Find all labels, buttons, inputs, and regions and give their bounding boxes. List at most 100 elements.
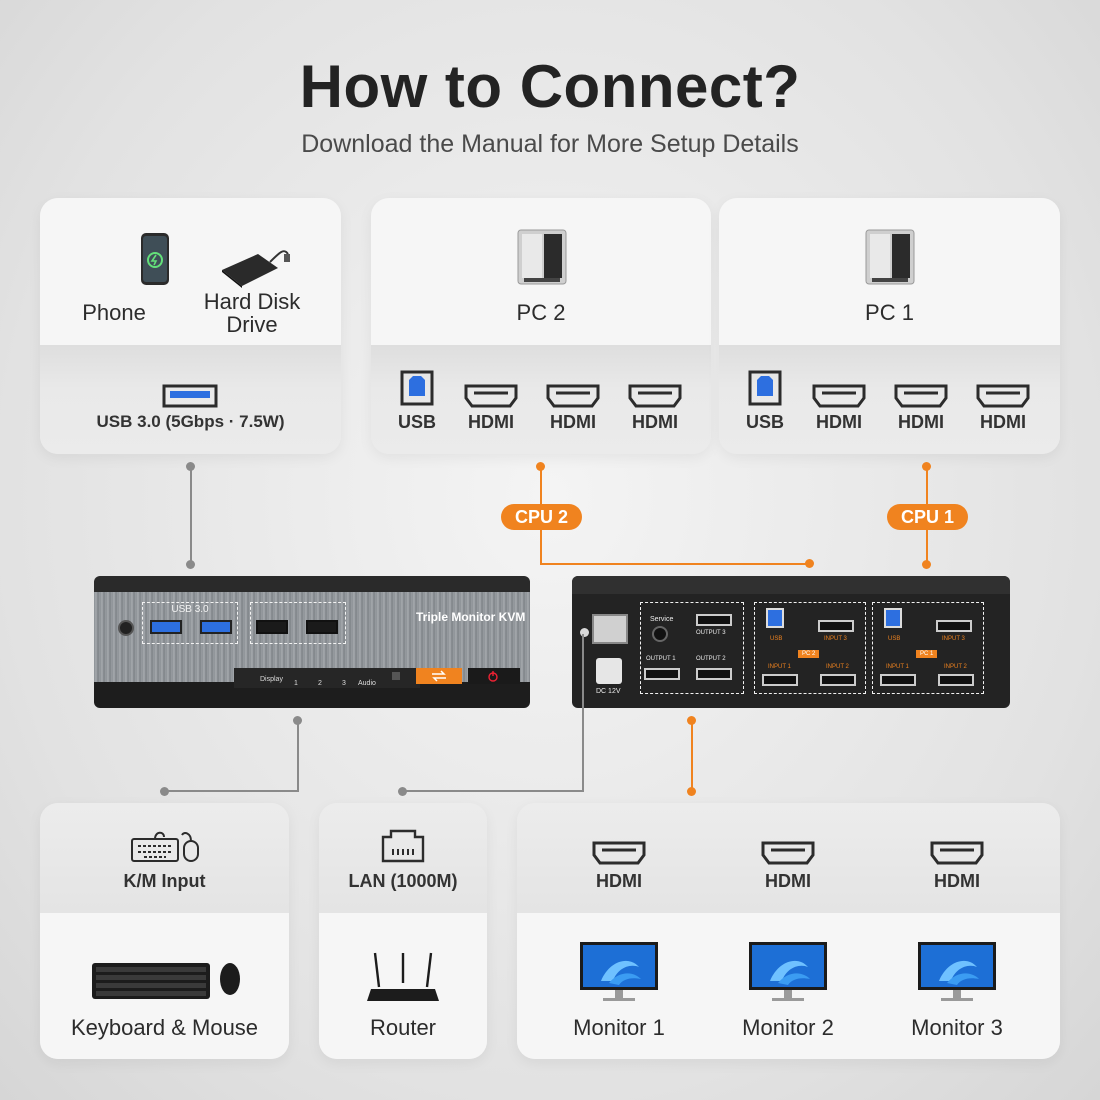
pc1-usb-label: USB: [888, 636, 901, 642]
usb-b-port-icon: [748, 370, 782, 406]
front-usb-port[interactable]: [150, 620, 182, 634]
pc1-input3-label: INPUT 3: [942, 636, 965, 642]
hdmi-port-icon: [592, 841, 646, 865]
pc1-input2-label: INPUT 2: [944, 664, 967, 670]
lan-port[interactable]: [592, 614, 628, 644]
mode-button[interactable]: [392, 672, 400, 680]
connector-dot: [186, 560, 195, 569]
phone-label: Phone: [82, 300, 146, 325]
keyboard-mouse-outline-icon: [131, 831, 199, 862]
pc2-input-group: [754, 602, 866, 694]
pc1-usb-b-port[interactable]: [884, 608, 902, 628]
pc-tower-icon: [517, 229, 567, 285]
monitor-connector-line: [691, 720, 693, 792]
hdmi-input-port[interactable]: [936, 620, 972, 632]
display-num: 3: [342, 680, 346, 687]
port-label: HDMI: [816, 412, 862, 432]
cpu2-badge: CPU 2: [501, 504, 583, 530]
km-connector-line: [164, 790, 299, 792]
output-group-outline: [640, 602, 744, 694]
hdmi-input-port[interactable]: [818, 620, 854, 632]
display-num: 1: [294, 680, 298, 687]
lan-card: LAN (1000M) Router: [319, 803, 487, 1059]
power-icon: [488, 671, 498, 682]
port-label: HDMI: [898, 412, 944, 432]
pc1-input-group: [872, 602, 984, 694]
connector-dot: [186, 462, 195, 471]
monitor-device-label: Monitor 2: [742, 1015, 834, 1040]
connector-dot: [805, 559, 814, 568]
lan-connector-line: [402, 790, 584, 792]
connector-dot: [687, 787, 696, 796]
hdmi-port-icon: [761, 841, 815, 865]
audio-jack[interactable]: [118, 620, 134, 636]
monitor-icon: [918, 942, 996, 1001]
km-usb-port[interactable]: [306, 620, 338, 634]
display-num: 2: [318, 680, 322, 687]
hdmi-input-port[interactable]: [762, 674, 798, 686]
hard-disk-icon: [222, 250, 290, 288]
usb-a-port-icon: [162, 384, 218, 408]
connector-dot: [293, 716, 302, 725]
usb-port-label: USB 3.0 (5Gbps · 7.5W): [96, 412, 285, 431]
hdmi-output-port[interactable]: [696, 614, 732, 626]
km-port-label: K/M Input: [123, 871, 206, 891]
usb-group-label: USB 3.0: [171, 604, 209, 615]
connector-dot: [922, 462, 931, 471]
hdmi-port-icon: [812, 384, 866, 408]
cpu2-connector-line: [540, 563, 810, 565]
power-button[interactable]: [468, 668, 520, 684]
pc1-tag: PC 1: [916, 650, 938, 658]
usb-connector-line: [190, 466, 192, 564]
hdmi-port-icon: [628, 384, 682, 408]
dc-label: DC 12V: [596, 688, 621, 695]
port-label: USB: [745, 412, 784, 432]
service-port[interactable]: [652, 626, 668, 642]
device-name: Triple Monitor KVM: [416, 610, 526, 624]
lan-connector-line: [582, 634, 584, 792]
switch-button[interactable]: [416, 668, 462, 684]
pc1-name: PC 1: [865, 300, 914, 325]
hdmi-input-port[interactable]: [820, 674, 856, 686]
front-usb-port[interactable]: [200, 620, 232, 634]
monitor-icon: [580, 942, 658, 1001]
cpu1-badge: CPU 1: [887, 504, 969, 530]
pc1-card: PC 1 USB HDMI HDMI HDMI: [719, 198, 1060, 454]
hdmi-port-icon: [546, 384, 600, 408]
hdmi-output-port[interactable]: [644, 668, 680, 680]
hdmi-output-port[interactable]: [696, 668, 732, 680]
km-connector-line: [297, 720, 299, 792]
pc2-input3-label: INPUT 3: [824, 636, 847, 642]
monitor-device-label: Monitor 3: [911, 1015, 1003, 1040]
hdmi-input-port[interactable]: [880, 674, 916, 686]
port-label: HDMI: [980, 412, 1026, 432]
monitor-port-label: HDMI: [765, 871, 811, 891]
dc-port[interactable]: [596, 658, 622, 684]
monitor-port-label: HDMI: [596, 871, 642, 891]
port-label: HDMI: [550, 412, 596, 432]
km-usb-port[interactable]: [256, 620, 288, 634]
pc2-usb-b-port[interactable]: [766, 608, 784, 628]
audio-label: Audio: [358, 680, 376, 687]
usb-devices-card: Phone Hard Disk Drive USB 3.0 (5Gbps · 7…: [40, 198, 341, 454]
pc1-input1-label: INPUT 1: [886, 664, 909, 670]
pc-tower-icon: [865, 229, 915, 285]
connector-dot: [687, 716, 696, 725]
km-card: K/M Input Keyboard & Mouse: [40, 803, 289, 1059]
connector-dot: [160, 787, 169, 796]
hard-disk-label: Hard Disk Drive: [203, 289, 301, 337]
hdmi-input-port[interactable]: [938, 674, 974, 686]
lan-device-label: Router: [369, 1015, 437, 1040]
pc2-usb-label: USB: [770, 636, 783, 642]
kvm-rear-panel: DC 12V Service OUTPUT 3 OUTPUT 1 OUTPUT …: [572, 576, 1010, 708]
output3-label: OUTPUT 3: [696, 630, 726, 636]
monitor-icon: [749, 942, 827, 1001]
output1-label: OUTPUT 1: [646, 656, 676, 662]
keyboard-icon: [92, 963, 240, 999]
port-label: HDMI: [468, 412, 514, 432]
switch-arrows-icon: [432, 670, 446, 682]
hdmi-port-icon: [976, 384, 1030, 408]
connector-dot: [922, 560, 931, 569]
